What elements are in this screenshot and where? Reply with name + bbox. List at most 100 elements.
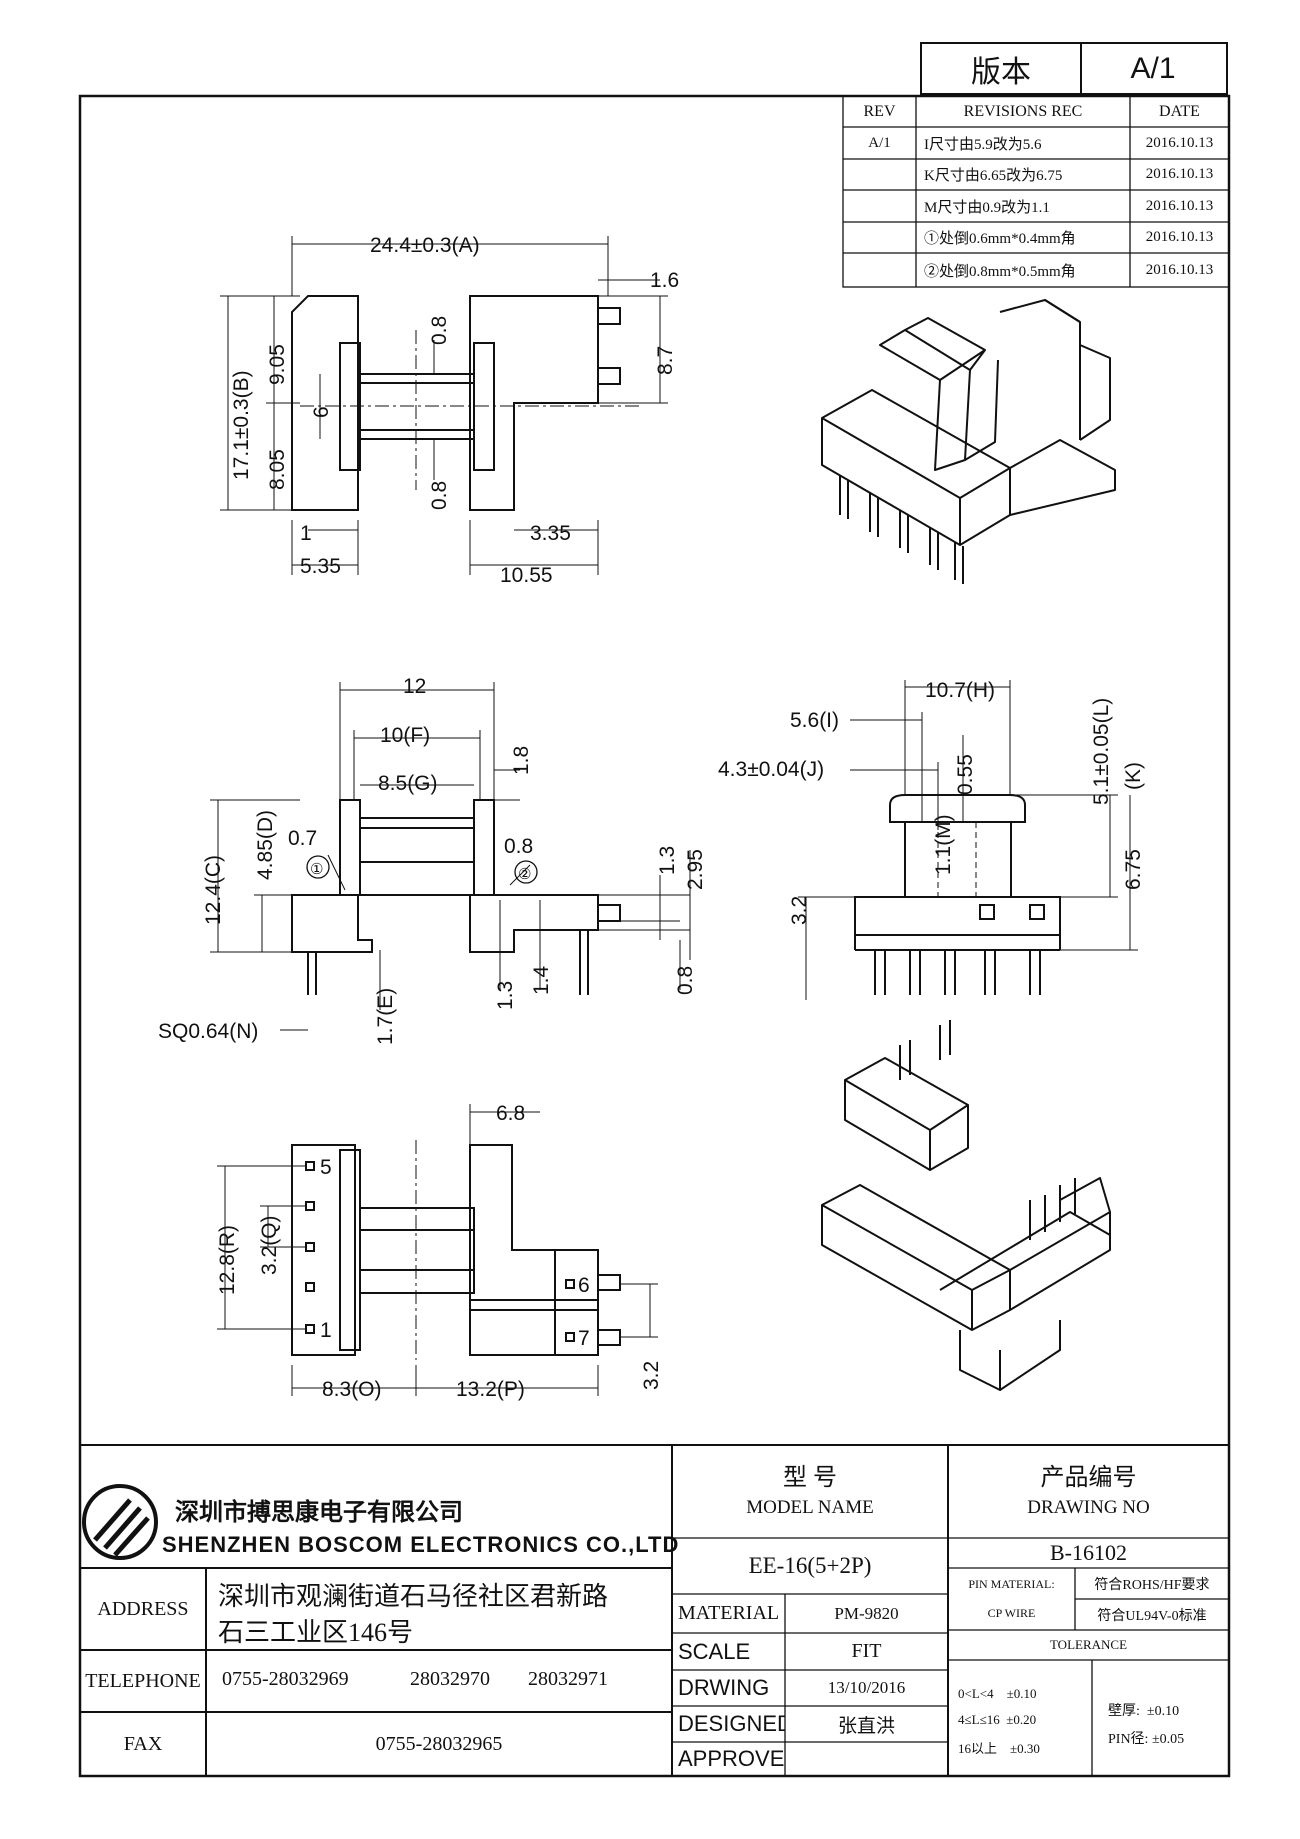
dim-3-2-side: 3.2 (788, 896, 811, 925)
dim-j: 4.3±0.04(J) (718, 758, 824, 781)
dim-m: 1.1(M) (932, 814, 955, 875)
bottom-view (291, 1144, 621, 1356)
drawing-date-value: 13/10/2016 (827, 1678, 906, 1697)
dim-3-35: 3.35 (530, 522, 571, 545)
approved-label: APPROVED (678, 1746, 785, 1771)
material-label: MATERIAL (678, 1602, 780, 1624)
dim-3-2-bottom: 3.2 (640, 1361, 663, 1390)
revision-rec: ①处倒0.6mm*0.4mm角 (924, 231, 1076, 247)
tolerance-row-3: 16以上 ±0.30 (958, 1741, 1040, 1756)
date-header: DATE (1159, 102, 1200, 120)
address-label: ADDRESS (97, 1597, 189, 1620)
dim-o: 8.3(O) (322, 1378, 382, 1401)
dim-1-3-right: 1.3 (656, 846, 679, 875)
front-view-dim-lines (210, 682, 691, 1031)
rev-cell (843, 253, 916, 287)
pin-material-label: PIN MATERIAL: (968, 1576, 1055, 1591)
rev-cell (843, 159, 916, 190)
telephone-1: 0755-28032969 (222, 1668, 349, 1690)
dim-12: 12 (403, 675, 426, 698)
pin-label-6: 6 (578, 1274, 590, 1297)
revision-date: 2016.10.13 (1145, 166, 1214, 182)
revision-rec: K尺寸由6.65改为6.75 (924, 168, 1063, 184)
dim-i: 5.6(I) (790, 709, 839, 732)
dim-9-05: 9.05 (266, 344, 289, 385)
model-label-cn: 型 号 (783, 1464, 837, 1491)
dim-0-8-lower: 0.8 (428, 481, 451, 510)
tolerance-row-2: 4≤L≤16 ±0.20 (958, 1712, 1037, 1727)
revision-date: 2016.10.13 (1145, 229, 1214, 245)
scale-label: SCALE (678, 1638, 751, 1664)
pin-label-7: 7 (578, 1327, 590, 1350)
dim-0-8-bottom: 0.8 (674, 966, 697, 995)
title-block-grid (80, 1444, 1229, 1776)
revision-date: 2016.10.13 (1145, 261, 1214, 278)
telephone-label: TELEPHONE (85, 1669, 201, 1692)
rev-cell: A/1 (868, 134, 891, 151)
scale-value: FIT (851, 1640, 882, 1662)
tolerance-label: TOLERANCE (1049, 1637, 1128, 1652)
callout-2: ② (518, 866, 531, 883)
drawing-label-en: DRAWING NO (1027, 1497, 1150, 1518)
dim-q: 3.2(Q) (258, 1215, 281, 1275)
drawing-date-label: DRWING (678, 1675, 770, 1700)
telephone-2: 28032970 (410, 1668, 490, 1690)
isometric-view-top (821, 299, 1116, 584)
version-label: 版本 (971, 55, 1031, 89)
tolerance-row-1: 0<L<4 ±0.10 (958, 1686, 1037, 1701)
dim-1-6: 1.6 (650, 269, 679, 292)
side-view-dim-lines (798, 680, 1138, 1000)
dim-8-7: 8.7 (654, 346, 677, 375)
dim-k: (K) (1122, 762, 1145, 790)
revision-rec: ②处倒0.8mm*0.5mm角 (924, 263, 1076, 280)
designed-value: 张直洪 (837, 1715, 895, 1737)
dim-0-7: 0.7 (288, 827, 317, 850)
dim-n: SQ0.64(N) (158, 1020, 258, 1043)
dim-l: 5.1±0.05(L) (1090, 698, 1113, 805)
rev-cell (843, 190, 916, 222)
top-view-dim-lines (220, 236, 668, 575)
dim-b: 17.1±0.3(B) (230, 370, 253, 480)
dim-6: 6 (310, 406, 333, 418)
top-view-centerlines (300, 330, 640, 490)
dim-6-75: 6.75 (1122, 849, 1145, 890)
revision-date: 2016.10.13 (1145, 134, 1214, 151)
telephone-3: 28032971 (528, 1668, 608, 1690)
ul-compliance: 符合UL94V-0标准 (1097, 1608, 1207, 1624)
rev-cell (843, 222, 916, 253)
version-label-cell: 版本 (920, 42, 1082, 95)
revisions-rec-header: REVISIONS REC (963, 102, 1083, 120)
model-name-value: EE-16(5+2P) (748, 1553, 872, 1578)
dim-8-05: 8.05 (266, 449, 289, 490)
isometric-view-bottom (821, 1020, 1111, 1391)
dim-0-55: 0.55 (954, 754, 977, 795)
dim-p: 13.2(P) (456, 1378, 525, 1401)
revision-date: 2016.10.13 (1145, 197, 1214, 214)
company-name-en: SHENZHEN BOSCOM ELECTRONICS CO.,LTD (162, 1532, 680, 1557)
top-view (291, 295, 621, 511)
dim-1-3-bottom: 1.3 (494, 981, 517, 1010)
dim-e: 1.7(E) (374, 988, 397, 1045)
revision-rec: I尺寸由5.9改为5.6 (924, 136, 1042, 153)
dim-6-8: 6.8 (496, 1102, 525, 1125)
side-view-hidden-lines (937, 822, 977, 898)
model-label-en: MODEL NAME (746, 1497, 874, 1518)
dim-a: 24.4±0.3(A) (370, 234, 480, 257)
title-block-inner-grid (672, 1537, 1229, 1776)
drawing-frame (78, 94, 1231, 1778)
company-name-cn: 深圳市搏思康电子有限公司 (175, 1499, 463, 1526)
version-value-cell: A/1 (1080, 42, 1228, 95)
callout-2-circle (514, 860, 538, 884)
dim-g: 8.5(G) (378, 772, 438, 795)
dim-1-8: 1.8 (510, 746, 533, 775)
revisions-grid (842, 95, 1230, 288)
address-line-1: 深圳市观澜街道石马径社区君新路 (218, 1582, 609, 1611)
dim-1-4: 1.4 (530, 965, 553, 995)
rev-header: REV (863, 102, 896, 120)
dim-c: 12.4(C) (202, 855, 225, 925)
pin-label-5: 5 (320, 1156, 332, 1179)
pin-label-1: 1 (320, 1319, 332, 1342)
dim-2-95: 2.95 (684, 849, 707, 890)
company-logo-icon (82, 1484, 158, 1560)
